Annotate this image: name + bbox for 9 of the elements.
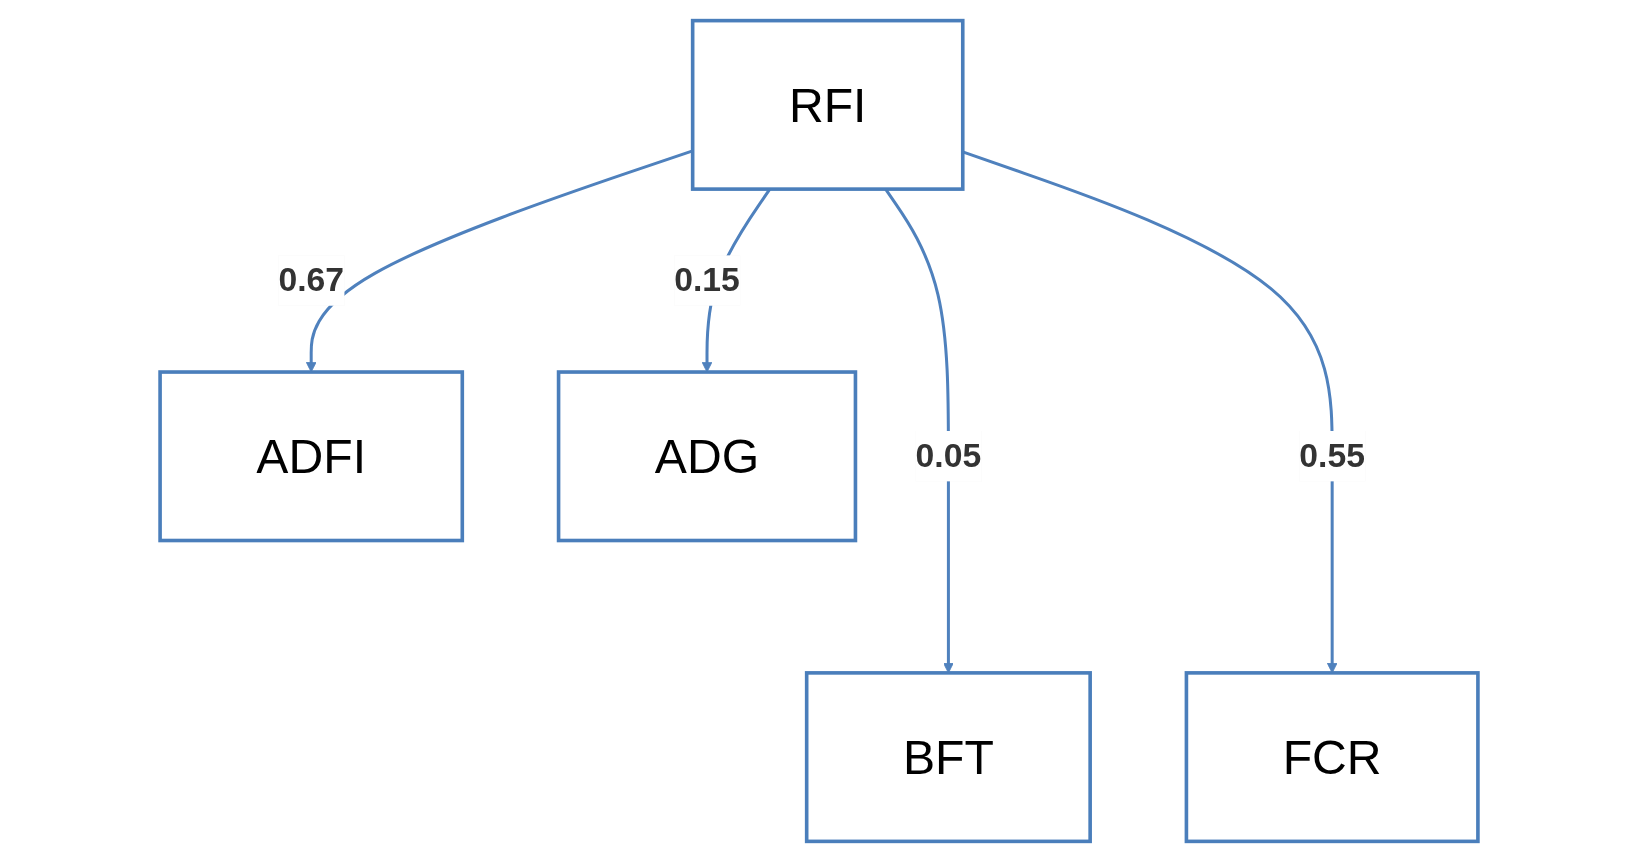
edge-label: 0.05 [915, 436, 981, 474]
edge-label: 0.55 [1298, 436, 1365, 474]
node-box: ADG [556, 369, 857, 542]
node-box: ADFI [157, 369, 464, 542]
node-box: BFT [804, 670, 1092, 843]
node-box: RFI [690, 18, 965, 191]
edge-label: 0.15 [673, 260, 740, 299]
edge-label: 0.67 [277, 260, 344, 299]
node-box: FCR [1184, 670, 1480, 843]
